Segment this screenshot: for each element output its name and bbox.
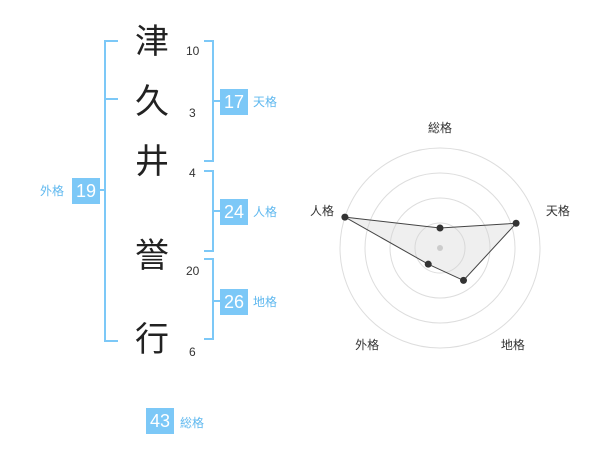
tenkaku-bracket — [204, 40, 214, 162]
radar-axis-label: 総格 — [428, 120, 452, 135]
radar-ring — [339, 147, 541, 349]
stroke-count-5: 6 — [189, 345, 196, 359]
tenkaku-score: 17 — [220, 89, 248, 115]
jinkaku-bracket — [204, 170, 214, 252]
radar-axis-label: 人格 — [310, 203, 334, 218]
kanji-char-2: 久 — [135, 82, 169, 122]
stroke-count-2: 3 — [189, 106, 196, 120]
radar-point — [460, 276, 468, 284]
jinkaku-bracket-tick — [214, 210, 222, 212]
radar-axis-label: 外格 — [355, 337, 379, 352]
gaikaku-bracket — [104, 40, 118, 342]
radar-ring — [364, 172, 516, 324]
stroke-count-1: 10 — [186, 44, 200, 58]
radar-point — [341, 213, 349, 221]
radar-ring — [389, 197, 491, 299]
kanji-char-3: 井 — [135, 142, 169, 182]
gaikaku-label: 外格 — [40, 184, 65, 198]
radar-axis-label: 地格 — [501, 337, 525, 352]
radar-center — [437, 245, 443, 251]
soukaku-score: 43 — [146, 408, 174, 434]
radar-axis-label: 天格 — [546, 203, 570, 218]
chikaku-bracket-tick — [214, 300, 222, 302]
tenkaku-bracket-tick — [214, 100, 222, 102]
chikaku-label: 地格 — [253, 295, 278, 309]
radar-point — [436, 224, 444, 232]
gaikaku-bracket-tick — [96, 189, 106, 191]
jinkaku-score: 24 — [220, 199, 248, 225]
kanji-char-5: 行 — [135, 320, 169, 360]
chikaku-bracket — [204, 258, 214, 340]
kanji-char-4: 誉 — [135, 236, 169, 276]
gaikaku-score: 19 — [72, 178, 100, 204]
gaikaku-bracket-tick — [106, 98, 118, 100]
kanji-char-1: 津 — [135, 22, 169, 62]
radar-area — [344, 216, 518, 282]
radar-ring — [414, 222, 466, 274]
jinkaku-label: 人格 — [253, 205, 278, 219]
chikaku-score: 26 — [220, 289, 248, 315]
tenkaku-label: 天格 — [253, 95, 278, 109]
stroke-count-3: 4 — [189, 166, 196, 180]
radar-point — [512, 219, 520, 227]
stroke-count-4: 20 — [186, 264, 200, 278]
soukaku-label: 総格 — [180, 416, 205, 430]
radar-point — [424, 260, 432, 268]
